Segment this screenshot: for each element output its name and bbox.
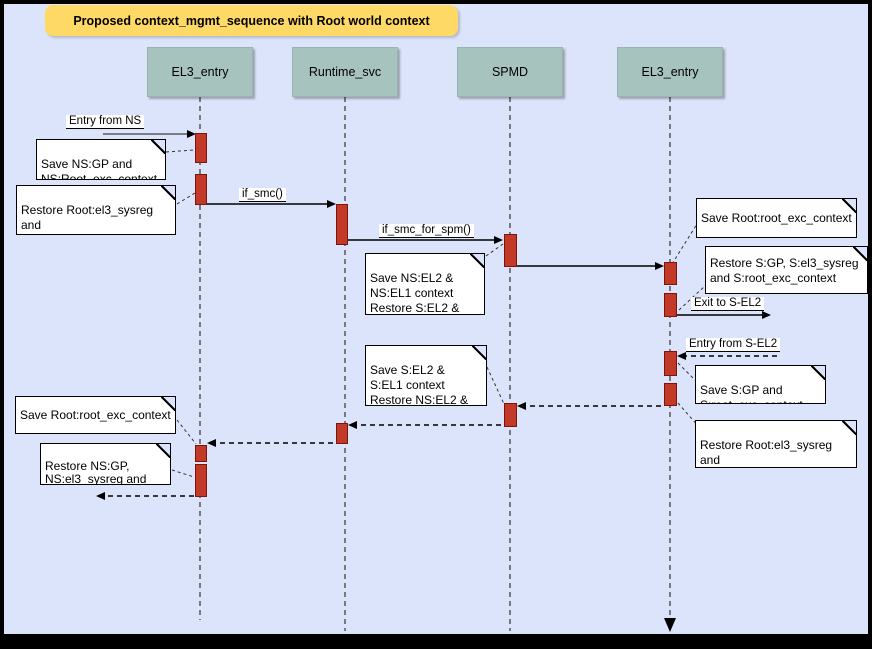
msg-entry-from-ns-arrow-icon <box>187 130 196 138</box>
activation-bar <box>195 174 207 205</box>
lifeline-label: EL3_entry <box>171 65 229 79</box>
lifeline-head-runtime-svc: Runtime_svc <box>292 47 398 97</box>
note-save-ns-el2: Save NS:EL2 & NS:EL1 context Restore S:E… <box>365 253 485 315</box>
note-restore-root-el3-sysreg-1: Restore Root:el3_sysreg and Root:root_ex… <box>16 185 176 235</box>
note-fold-icon <box>842 421 856 435</box>
return-runtime-to-el3-arrow-icon <box>207 439 216 447</box>
note-fold-icon <box>156 444 170 458</box>
activation-bar <box>336 423 348 444</box>
note-save-s-gp: Save S:GP and S:root_exc_context <box>695 365 826 404</box>
activation-bar <box>195 445 207 462</box>
note-fold-icon <box>472 346 486 360</box>
lifeline-head-el3-entry-2: EL3_entry <box>617 47 723 97</box>
note-text: Restore Root:el3_sysreg and Root:root_ex… <box>700 438 833 467</box>
msg-label-if-smc-for-spm: if_smc_for_spm() <box>379 224 474 238</box>
msg-exit-to-sel2-arrow-icon <box>762 311 771 319</box>
msg-if-smc-arrow-icon <box>327 200 336 208</box>
note-save-s-el2: Save S:EL2 & S:EL1 context Restore NS:EL… <box>365 345 487 406</box>
note-restore-ns-gp: Restore NS:GP, NS:el3_sysreg and NS:Root… <box>40 443 171 485</box>
note-connector <box>165 149 195 153</box>
lifeline-head-el3-entry-1: EL3_entry <box>147 47 253 97</box>
note-connector <box>486 366 505 405</box>
activation-bar <box>664 383 677 406</box>
note-text: Restore NS:GP, NS:el3_sysreg and NS:Root… <box>45 458 147 485</box>
note-fold-icon <box>811 366 825 380</box>
lifeline-label: EL3_entry <box>641 65 699 79</box>
note-save-root-exc-left: Save Root:root_exc_context <box>15 396 176 434</box>
note-connector <box>671 223 698 265</box>
note-fold-icon <box>470 254 484 268</box>
activation-bar <box>504 234 517 267</box>
note-restore-root-el3-sysreg-2: Restore Root:el3_sysreg and Root:root_ex… <box>695 420 857 468</box>
note-fold-icon <box>151 140 165 154</box>
note-fold-icon <box>161 397 175 411</box>
note-connector <box>677 362 697 382</box>
return-el3-to-ns-arrow-icon <box>96 492 105 500</box>
note-fold-icon <box>161 186 175 200</box>
note-fold-icon <box>842 199 856 213</box>
msg-entry-from-sel2-arrow-icon <box>677 352 686 360</box>
activation-bar <box>504 403 517 427</box>
activation-bar <box>664 351 677 376</box>
msg-label-entry-from-sel2: Entry from S-EL2 <box>686 338 781 352</box>
lifeline-head-spmd: SPMD <box>457 47 563 97</box>
note-connector <box>176 419 197 445</box>
note-connector <box>176 192 196 205</box>
lifeline-label: SPMD <box>491 65 529 79</box>
note-text: Save NS:GP and NS:Root_exc_context <box>41 157 158 180</box>
activation-bar <box>336 204 348 245</box>
activation-bar <box>664 293 677 317</box>
msg-label-if-smc: if_smc() <box>239 188 286 202</box>
note-text: Save Root:root_exc_context <box>701 211 852 225</box>
return-el3-to-spmd-arrow-icon <box>517 402 526 410</box>
note-save-ns-gp: Save NS:GP and NS:Root_exc_context <box>36 139 166 180</box>
note-restore-s-gp: Restore S:GP, S:el3_sysreg and S:root_ex… <box>705 246 868 294</box>
activation-bar <box>195 464 207 497</box>
note-text: Restore Root:el3_sysreg and Root:root_ex… <box>21 203 154 234</box>
note-text: Save NS:EL2 & NS:EL1 context Restore S:E… <box>370 271 460 315</box>
note-text: Restore S:GP, S:el3_sysreg and S:root_ex… <box>710 255 859 285</box>
note-save-root-exc-right: Save Root:root_exc_context <box>696 198 857 238</box>
activation-bar <box>664 262 677 285</box>
note-text: Save S:GP and S:root_exc_context <box>700 383 803 403</box>
activation-bar <box>195 133 207 163</box>
msg-spmd-to-el3-arrow-icon <box>655 262 664 270</box>
msg-label-exit-to-sel2: Exit to S-EL2 <box>691 297 765 311</box>
note-connector <box>171 469 195 478</box>
note-text: Save Root:root_exc_context <box>20 408 171 422</box>
diagram-title: Proposed context_mgmt_sequence with Root… <box>45 5 458 36</box>
diagram-canvas <box>4 4 868 634</box>
note-fold-icon <box>853 247 867 261</box>
msg-label-entry-from-ns: Entry from NS <box>66 115 145 129</box>
note-connector <box>485 243 504 257</box>
lifeline-label: Runtime_svc <box>308 65 382 79</box>
lifeline-end-arrow-icon <box>664 618 676 632</box>
note-text: Save S:EL2 & S:EL1 context Restore NS:EL… <box>370 363 469 406</box>
msg-if-smc-for-spm-arrow-icon <box>494 236 503 244</box>
return-spmd-to-runtime-arrow-icon <box>348 421 357 429</box>
